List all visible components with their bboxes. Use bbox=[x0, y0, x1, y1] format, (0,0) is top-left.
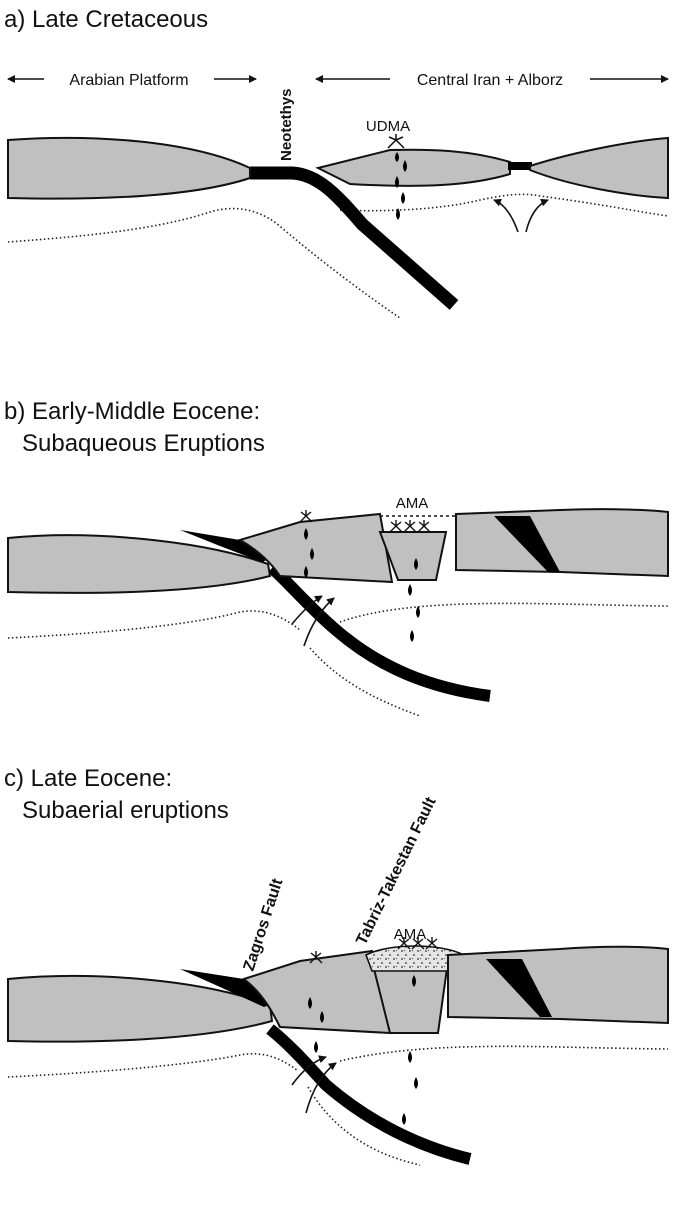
alborz-crust bbox=[529, 136, 669, 200]
neotethys-slab bbox=[250, 166, 459, 310]
upwelling-arrow-left bbox=[493, 198, 519, 233]
panel-c-heading-line2: Subaerial eruptions bbox=[22, 797, 229, 824]
udma-volcano-icon bbox=[387, 134, 405, 149]
mantle-boundary-right bbox=[339, 602, 669, 623]
magma-drop-icon bbox=[408, 1051, 412, 1063]
panel-early-middle-eocene: b) Early-Middle Eocene: Subaqueous Erupt… bbox=[0, 398, 674, 728]
volcano-icon bbox=[299, 510, 313, 523]
volcano-icon bbox=[389, 520, 403, 533]
panel-late-eocene: c) Late Eocene: Subaerial eruptions bbox=[0, 765, 674, 1212]
upwelling-arrow-right bbox=[525, 198, 549, 233]
mantle-boundary-right bbox=[339, 1045, 669, 1062]
udma-label: UDMA bbox=[366, 118, 410, 135]
mantle-boundary-left bbox=[7, 1052, 299, 1078]
panel-c-heading-line1: c) Late Eocene: bbox=[4, 765, 173, 792]
back-arc-wedge bbox=[494, 516, 560, 572]
volcano-icon bbox=[425, 937, 439, 950]
alborz-basin bbox=[508, 162, 532, 170]
magma-drop-icon bbox=[403, 160, 407, 172]
subducting-slab bbox=[266, 1024, 472, 1165]
magma-drop-icon bbox=[414, 558, 418, 570]
central-iran-crust bbox=[315, 148, 511, 187]
magma-drop-icon bbox=[402, 1113, 406, 1125]
magma-drop-icon bbox=[412, 975, 416, 987]
mantle-boundary-left bbox=[7, 207, 401, 319]
subducting-slab bbox=[267, 563, 491, 702]
panel-a-heading: a) Late Cretaceous bbox=[4, 6, 209, 33]
magma-drop-icon bbox=[410, 630, 414, 642]
magma-drop-icon bbox=[408, 584, 412, 596]
magma-drop-icon bbox=[304, 566, 308, 578]
tabriz-fault-label: Tabriz-Takestan Fault bbox=[353, 794, 440, 948]
ama-label: AMA bbox=[396, 495, 429, 512]
mantle-boundary-slab bbox=[309, 647, 421, 717]
panel-late-cretaceous: a) Late Cretaceous Arabian Platform Cent… bbox=[0, 0, 674, 340]
fluid-arrow-icon bbox=[305, 1062, 337, 1114]
arabian-platform-label: Arabian Platform bbox=[69, 72, 188, 89]
central-iran-crust bbox=[455, 508, 669, 578]
ama-basin bbox=[378, 531, 448, 581]
back-arc-wedge bbox=[486, 959, 552, 1017]
central-iran-crust bbox=[447, 945, 669, 1025]
fluid-arrow-icon bbox=[291, 595, 323, 625]
mantle-boundary-slab bbox=[307, 1086, 421, 1166]
volcano-icon bbox=[397, 937, 411, 950]
magma-drop-icon bbox=[414, 1077, 418, 1089]
panel-b-diagram: AMA bbox=[7, 495, 669, 717]
magma-drop-icon bbox=[395, 152, 399, 162]
panel-b-heading-line1: b) Early-Middle Eocene: bbox=[4, 398, 261, 425]
arabian-crust bbox=[7, 975, 274, 1043]
magma-drop-icon bbox=[310, 548, 314, 560]
central-iran-label: Central Iran + Alborz bbox=[417, 72, 563, 89]
neotethys-label: Neotethys bbox=[278, 88, 295, 161]
panel-a-diagram: Arabian Platform Central Iran + Alborz U… bbox=[7, 72, 669, 319]
mantle-boundary-right bbox=[339, 193, 669, 217]
panel-b-heading-line2: Subaqueous Eruptions bbox=[22, 430, 265, 457]
volcano-icon bbox=[417, 520, 431, 533]
magma-drop-icon bbox=[396, 208, 400, 220]
margin-wedge bbox=[180, 969, 274, 1007]
volcano-icon bbox=[309, 951, 323, 964]
magma-drop-icon bbox=[308, 997, 312, 1009]
magma-drop-icon bbox=[395, 176, 399, 188]
mantle-boundary-left bbox=[7, 610, 301, 639]
magma-drop-icon bbox=[304, 528, 308, 540]
arabian-crust bbox=[7, 534, 272, 594]
fluid-arrow-icon bbox=[291, 1055, 327, 1086]
zagros-fault-label: Zagros Fault bbox=[241, 876, 287, 973]
magma-drop-icon bbox=[416, 606, 420, 618]
magma-drop-icon bbox=[320, 1011, 324, 1023]
arabian-crust bbox=[7, 136, 251, 200]
fluid-arrow-icon bbox=[303, 597, 335, 647]
margin-wedge bbox=[180, 530, 272, 562]
magma-drop-icon bbox=[401, 192, 405, 204]
panel-c-diagram: Zagros Fault Tabriz-Takestan Fault AMA bbox=[7, 794, 669, 1166]
volcano-icon bbox=[403, 520, 417, 533]
magma-drop-icon bbox=[314, 1041, 318, 1053]
volcano-icon bbox=[411, 937, 425, 950]
